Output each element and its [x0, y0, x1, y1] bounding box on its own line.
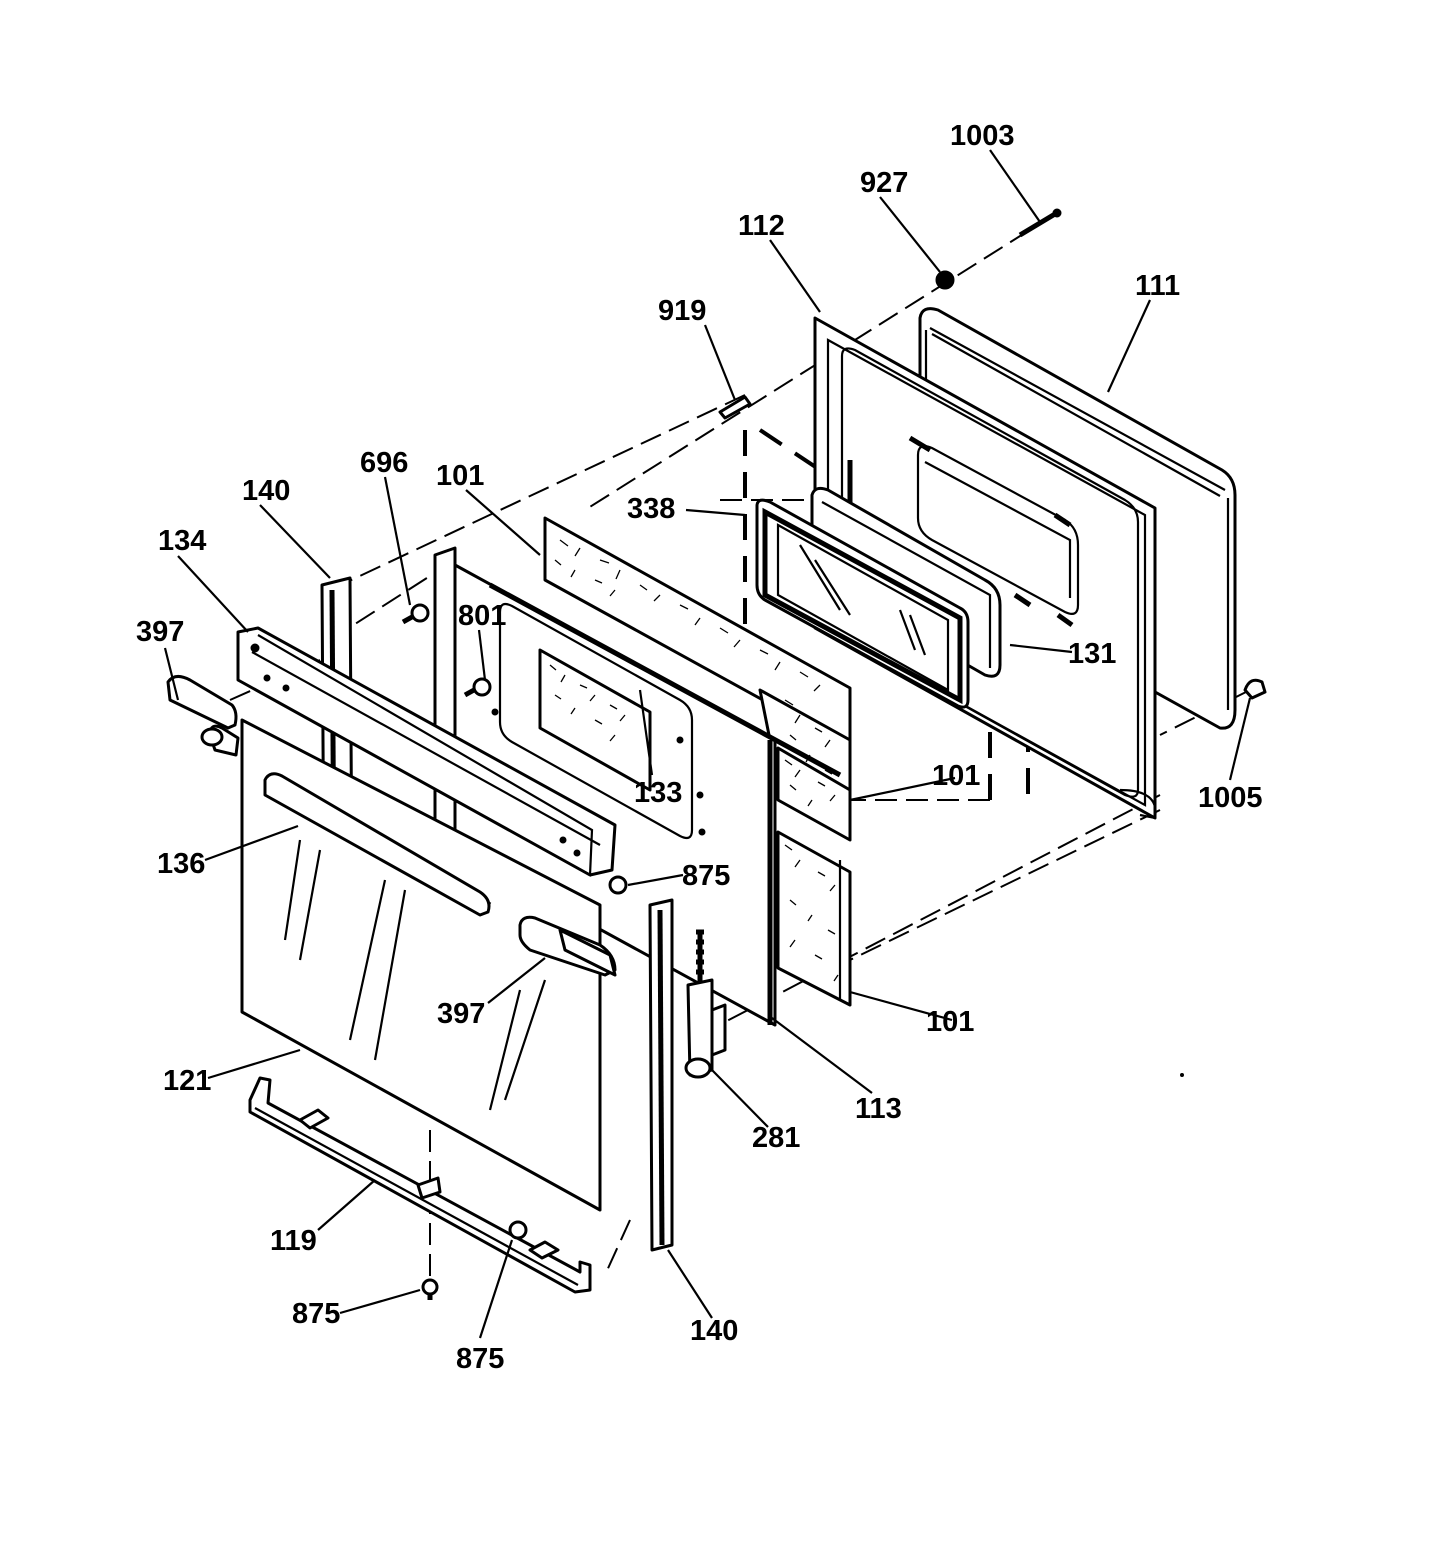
callout-119: 119 [270, 1225, 317, 1257]
callout-136: 136 [157, 848, 205, 880]
hinge-281 [684, 929, 727, 1079]
callout-labels: 1003 927 112 111 919 696 140 101 338 134… [136, 120, 1263, 1375]
glass-window-338 [755, 498, 970, 709]
leader-lines [163, 149, 1252, 1339]
callout-875-top: 875 [682, 860, 730, 892]
callout-140-bottom: 140 [690, 1315, 738, 1347]
callout-101-middle: 101 [932, 760, 980, 792]
callout-696: 696 [360, 447, 408, 479]
fasteners [401, 208, 1267, 1300]
pin-919-icon [718, 395, 752, 420]
callout-131: 131 [1068, 638, 1116, 670]
callout-121: 121 [163, 1065, 211, 1097]
callout-919: 919 [658, 295, 706, 327]
callout-140-top: 140 [242, 475, 290, 507]
callout-112: 112 [738, 210, 785, 242]
screw-696-icon [401, 603, 430, 625]
callout-875-bottom-left: 875 [292, 1298, 340, 1330]
callout-801: 801 [458, 600, 506, 632]
inner-door-panel-113 [433, 546, 842, 1027]
screw-801-icon [463, 677, 492, 698]
callout-875-bottom-right: 875 [456, 1343, 504, 1375]
outer-glass-121 [240, 718, 602, 1212]
callout-927: 927 [860, 167, 908, 199]
screw-875-top-icon [608, 875, 628, 895]
callout-133: 133 [634, 777, 682, 809]
callout-1005: 1005 [1198, 782, 1263, 814]
callout-397-right: 397 [437, 998, 485, 1030]
screw-875-bottom-left-icon [421, 1278, 439, 1300]
callout-397-left: 397 [136, 616, 184, 648]
callout-1003: 1003 [950, 120, 1015, 152]
stray-dot [1180, 1073, 1184, 1077]
insulation-101-middle [776, 746, 852, 842]
bottom-trim-119 [248, 1076, 592, 1294]
insulation-101-lower [776, 830, 852, 1007]
callout-101-top: 101 [436, 460, 484, 492]
handle-end-cap-397-left [166, 675, 240, 757]
callout-338: 338 [627, 493, 675, 525]
screw-1005-icon [1243, 678, 1267, 700]
callout-111: 111 [1135, 270, 1180, 302]
callout-113: 113 [855, 1093, 902, 1125]
washer-927-icon [935, 270, 955, 290]
callout-134: 134 [158, 525, 206, 557]
handle-end-cap-397-right [518, 915, 617, 977]
vent-trim-134 [236, 626, 617, 877]
screw-1003-icon [1018, 208, 1062, 238]
side-rail-140-right [648, 898, 674, 1252]
screw-875-bottom-right-icon [508, 1220, 528, 1240]
callout-101-bottom: 101 [926, 1006, 974, 1038]
callout-281: 281 [752, 1122, 800, 1154]
